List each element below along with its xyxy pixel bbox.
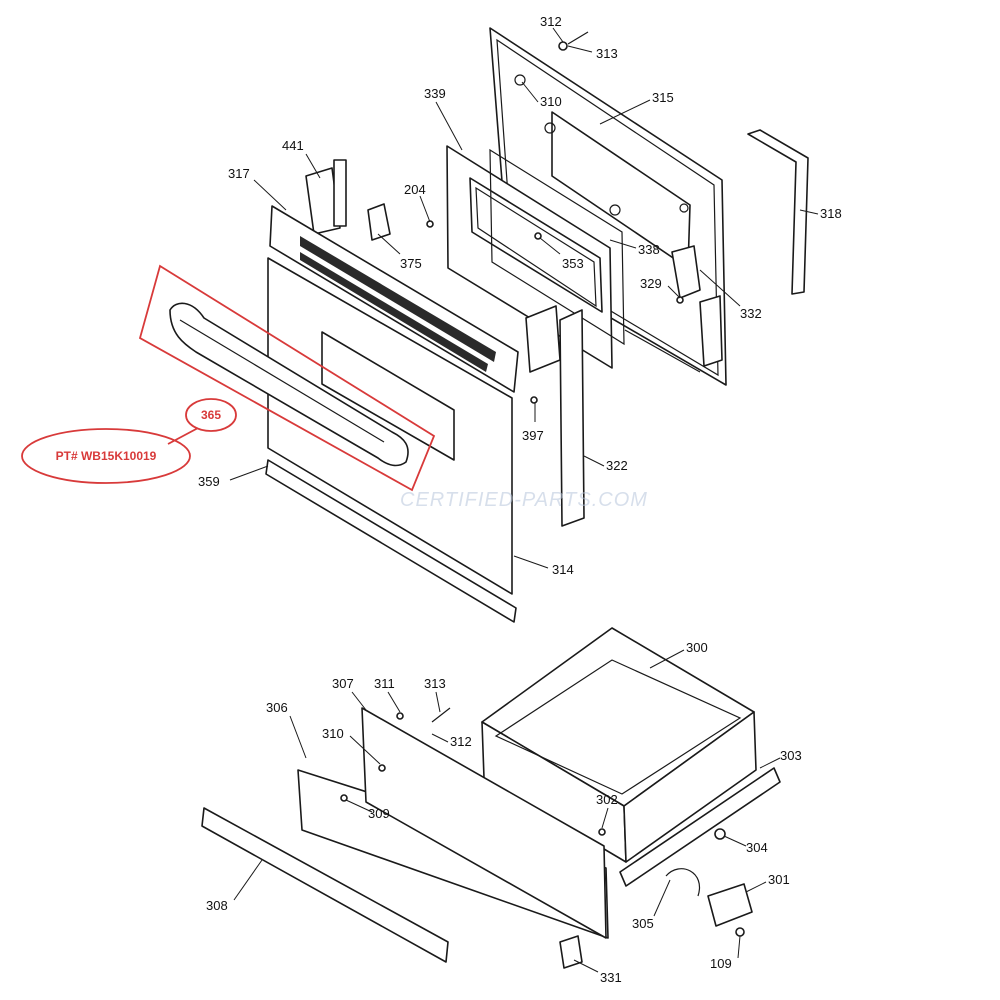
- callout-labels: 312 313 310 315 339 441 317 204 375 353 …: [198, 14, 842, 985]
- part-375-clip: [367, 203, 391, 241]
- callout-397: 397: [522, 428, 544, 443]
- callout-312-top: 312: [540, 14, 562, 29]
- callout-314: 314: [552, 562, 574, 577]
- callout-204: 204: [404, 182, 426, 197]
- callout-109: 109: [710, 956, 732, 971]
- part-306-drawer-front: [297, 707, 609, 939]
- part-318-door-gasket: [747, 129, 809, 295]
- highlight-callout-ring: [185, 398, 237, 432]
- part-303-drawer-rail: [619, 767, 781, 887]
- callout-339: 339: [424, 86, 446, 101]
- callout-301: 301: [768, 872, 790, 887]
- highlight-overlay: 365 PT# WB15K10019: [21, 264, 436, 492]
- callout-307: 307: [332, 676, 354, 691]
- watermark: CERTIFIED-PARTS.COM: [400, 489, 648, 511]
- highlight-box: [138, 264, 436, 492]
- callout-322: 322: [606, 458, 628, 473]
- lower-hardware: [340, 707, 753, 937]
- callout-315: 315: [652, 90, 674, 105]
- callout-311: 311: [374, 676, 395, 691]
- callout-353: 353: [562, 256, 584, 271]
- callout-313-top: 313: [596, 46, 618, 61]
- callout-309: 309: [368, 806, 390, 821]
- part-338-door-glass: [489, 148, 625, 346]
- callout-331: 331: [600, 970, 622, 985]
- leader-lines: [229, 27, 819, 973]
- fasteners-upper: [426, 31, 684, 404]
- part-number-ring: [21, 428, 191, 484]
- callout-338: 338: [638, 242, 660, 257]
- part-332-hinge: [671, 245, 723, 367]
- part-339-inner-door-liner: [446, 145, 613, 369]
- part-308-drawer-trim: [201, 807, 449, 963]
- callout-312-bottom: 312: [450, 734, 472, 749]
- callout-313-bottom: 313: [424, 676, 446, 691]
- callout-305: 305: [632, 916, 654, 931]
- callout-306: 306: [266, 700, 288, 715]
- part-441-bracket: [305, 159, 347, 235]
- part-322-side-trim: [525, 305, 585, 527]
- callout-310-top: 310: [540, 94, 562, 109]
- callout-318: 318: [820, 206, 842, 221]
- part-317-vent-trim: [269, 205, 519, 393]
- callout-300: 300: [686, 640, 708, 655]
- callout-329: 329: [640, 276, 662, 291]
- callout-375: 375: [400, 256, 422, 271]
- callout-359: 359: [198, 474, 220, 489]
- part-331-end-cap: [559, 935, 583, 969]
- part-365-door-handle: [169, 302, 409, 467]
- callout-308: 308: [206, 898, 228, 913]
- callout-304: 304: [746, 840, 768, 855]
- part-359-bottom-trim: [265, 459, 517, 623]
- callout-332: 332: [740, 306, 762, 321]
- callout-317: 317: [228, 166, 250, 181]
- callout-302: 302: [596, 792, 618, 807]
- callout-303: 303: [780, 748, 802, 763]
- part-number-label: PT# WB15K10019: [56, 449, 157, 463]
- part-300-drawer-box: [481, 627, 757, 863]
- callout-310-bottom: 310: [322, 726, 344, 741]
- highlight-callout-label: 365: [201, 408, 221, 422]
- callout-441: 441: [282, 138, 304, 153]
